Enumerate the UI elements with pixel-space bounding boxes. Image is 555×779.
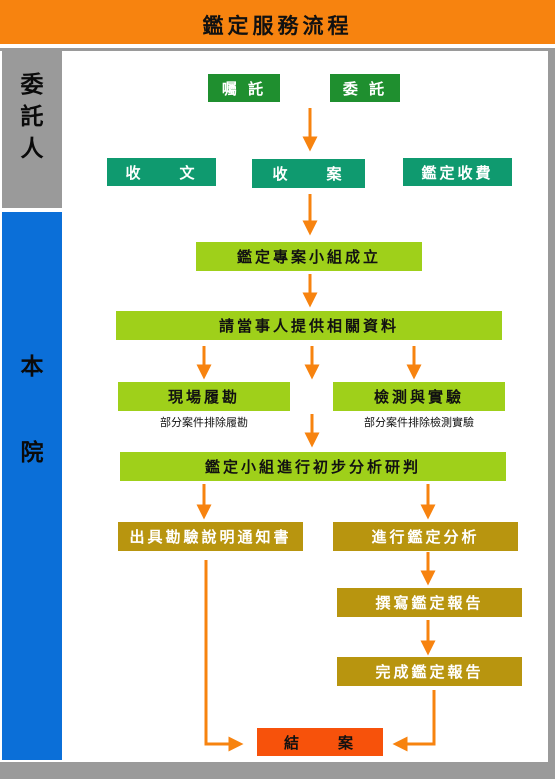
node-receive-document: 收 文 xyxy=(107,158,216,186)
lane-court: 本院 xyxy=(2,212,62,760)
note-site-inspection: 部分案件排除履勘 xyxy=(160,416,248,429)
node-complete-report: 完成鑑定報告 xyxy=(337,657,522,686)
page-title: 鑑定服務流程 xyxy=(202,14,353,38)
node-request-materials: 請當事人提供相關資料 xyxy=(116,311,502,340)
node-team-established: 鑑定專案小組成立 xyxy=(196,242,422,271)
node-inspection-notice: 出具勘驗說明通知書 xyxy=(118,522,303,551)
node-testing: 檢測與實驗 xyxy=(333,382,505,411)
node-preliminary-analysis: 鑑定小組進行初步分析研判 xyxy=(120,452,506,481)
title-bar xyxy=(0,0,555,48)
arrow-complete-to-close xyxy=(392,690,436,752)
node-appraisal-fee: 鑑定收費 xyxy=(403,158,512,186)
node-entrust-court: 囑 託 xyxy=(208,74,280,102)
node-entrust-party: 委 託 xyxy=(330,74,400,102)
note-testing: 部分案件排除檢測實驗 xyxy=(364,416,474,429)
arrow-notice-to-close xyxy=(204,560,244,752)
frame-top xyxy=(0,48,555,51)
node-appraisal-analysis: 進行鑑定分析 xyxy=(333,522,518,551)
frame-bottom xyxy=(0,762,555,779)
node-receive-case: 收 案 xyxy=(252,159,365,188)
lane-court-label: 本院 xyxy=(20,354,44,466)
node-site-inspection: 現場履勘 xyxy=(118,382,290,411)
lane-client: 委託人 xyxy=(2,51,62,208)
node-write-report: 撰寫鑑定報告 xyxy=(337,588,522,617)
lane-client-label: 委託人 xyxy=(20,72,44,162)
frame-right xyxy=(548,48,555,768)
node-case-closed: 結 案 xyxy=(257,728,383,756)
